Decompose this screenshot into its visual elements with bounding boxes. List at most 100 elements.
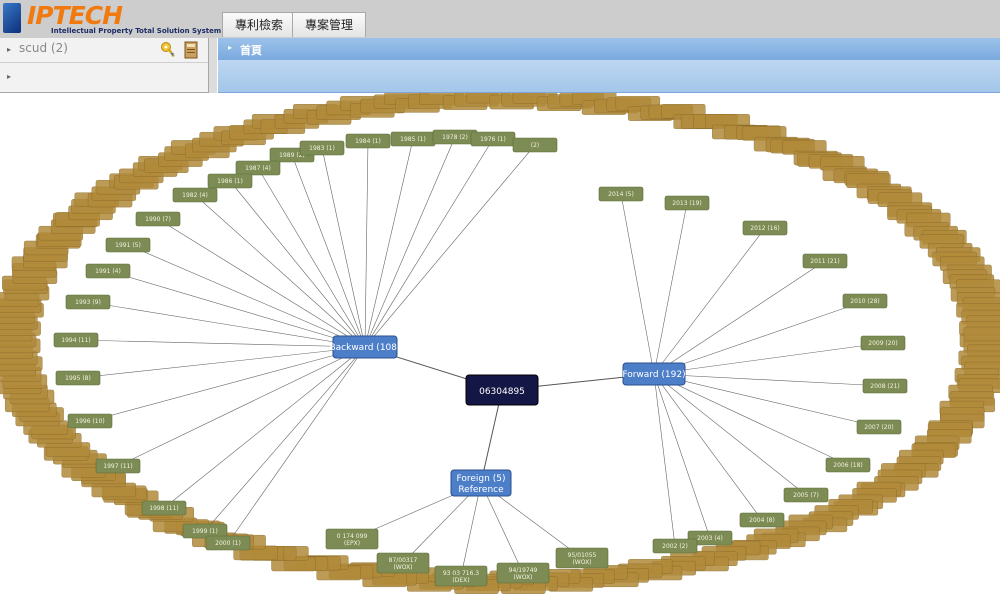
backward-leaf[interactable] bbox=[205, 535, 251, 551]
forward-hub[interactable] bbox=[622, 362, 686, 386]
tab-project-management[interactable]: 專案管理 bbox=[292, 12, 367, 37]
leaf-layer: 1989 (2)1987 (4)1986 (1)1982 (4)1990 (7)… bbox=[53, 129, 908, 587]
foreign-leaf-label: 93 03 716.3 bbox=[443, 570, 479, 577]
foreign-leaf[interactable] bbox=[434, 565, 488, 587]
backward-leaf[interactable] bbox=[67, 413, 113, 429]
forward-leaf-label: 2002 (2) bbox=[662, 543, 688, 550]
tab-patent-search[interactable]: 專利檢索 bbox=[222, 12, 297, 37]
sidebar: ▸ scud (2) ▸ bbox=[0, 38, 209, 93]
backward-hub-label: Backward (108) bbox=[329, 343, 400, 353]
breadcrumb-home[interactable]: 首頁 bbox=[240, 44, 262, 57]
forward-edge bbox=[653, 260, 826, 375]
forward-leaf[interactable] bbox=[862, 378, 908, 394]
forward-leaf-label: 2005 (7) bbox=[793, 492, 819, 499]
backward-leaf-label: 1993 (9) bbox=[75, 299, 101, 306]
backward-leaf[interactable] bbox=[182, 523, 228, 539]
forward-leaf-label: 2008 (21) bbox=[870, 383, 900, 390]
foreign-leaf[interactable] bbox=[555, 547, 609, 569]
backward-edge bbox=[117, 346, 366, 467]
forward-leaf[interactable] bbox=[825, 457, 871, 473]
backward-leaf[interactable] bbox=[95, 458, 141, 474]
foreign-hub-label2: Reference bbox=[458, 485, 504, 495]
forward-edge bbox=[653, 373, 849, 466]
forward-leaf[interactable] bbox=[598, 186, 644, 202]
foreign-leaf[interactable] bbox=[325, 528, 379, 550]
backward-leaf[interactable] bbox=[55, 370, 101, 386]
backward-leaf-label: 2000 (1) bbox=[215, 540, 241, 547]
forward-leaf-label: 2014 (5) bbox=[608, 191, 634, 198]
forward-leaf[interactable] bbox=[783, 487, 829, 503]
forward-leaf[interactable] bbox=[802, 253, 848, 269]
project-label[interactable]: scud (2) bbox=[19, 41, 68, 55]
backward-edge bbox=[227, 346, 366, 544]
backward-leaf-label: 1976 (1) bbox=[480, 136, 506, 143]
backward-leaf-label: 1989 (2) bbox=[279, 152, 305, 159]
backward-edge bbox=[163, 346, 366, 509]
backward-edge bbox=[364, 144, 536, 348]
backward-leaf[interactable] bbox=[512, 137, 558, 153]
backward-leaf[interactable] bbox=[345, 133, 391, 149]
backward-edge bbox=[364, 140, 369, 348]
backward-leaf-label: 1983 (1) bbox=[309, 145, 335, 152]
citation-graph[interactable]: 1989 (2)1987 (4)1986 (1)1982 (4)1990 (7)… bbox=[0, 93, 1000, 600]
backward-leaf[interactable] bbox=[105, 237, 151, 253]
forward-leaf-label: 2013 (19) bbox=[672, 200, 702, 207]
iptech-logo[interactable]: IPTECH Intellectual Property Total Solut… bbox=[3, 1, 221, 37]
hub-layer: Backward (108)Forward (192)Foreign (5)Re… bbox=[329, 335, 686, 497]
gold-ring-layer bbox=[0, 93, 1000, 594]
foreign-hub[interactable] bbox=[450, 469, 512, 497]
sidebar-project-row[interactable]: ▸ scud (2) bbox=[0, 38, 208, 63]
backward-edge bbox=[321, 147, 366, 348]
forward-edge bbox=[653, 373, 711, 539]
forward-leaf[interactable] bbox=[664, 195, 710, 211]
backward-leaf[interactable] bbox=[135, 211, 181, 227]
backward-leaf-label: 1986 (1) bbox=[217, 178, 243, 185]
backward-edge bbox=[364, 136, 456, 348]
foreign-edge bbox=[460, 482, 482, 577]
expand-arrow-icon[interactable]: ▸ bbox=[228, 43, 233, 52]
forward-edge bbox=[653, 373, 807, 496]
backward-leaf[interactable] bbox=[172, 187, 218, 203]
foreign-leaf-label: 95/01055 bbox=[568, 552, 597, 559]
forward-edge bbox=[653, 300, 866, 375]
backward-edge bbox=[291, 154, 366, 348]
backward-leaf[interactable] bbox=[207, 173, 253, 189]
key-icon[interactable] bbox=[160, 41, 176, 59]
center-patent-node[interactable] bbox=[465, 374, 539, 406]
expand-arrow-icon[interactable]: ▸ bbox=[7, 45, 12, 54]
forward-leaf[interactable] bbox=[687, 530, 733, 546]
backward-leaf-label: 1990 (7) bbox=[145, 216, 171, 223]
foreign-leaf[interactable] bbox=[496, 562, 550, 584]
backward-edge bbox=[257, 167, 366, 348]
forward-leaf[interactable] bbox=[742, 220, 788, 236]
foreign-leaf-label2: (EPX) bbox=[344, 540, 360, 547]
forward-leaf[interactable] bbox=[739, 512, 785, 528]
foreign-leaf-label2: (DEX) bbox=[452, 577, 469, 584]
foreign-hub-label: Foreign (5) bbox=[457, 474, 506, 484]
backward-leaf-label: 1987 (4) bbox=[245, 165, 271, 172]
book-icon[interactable] bbox=[183, 41, 199, 59]
backward-leaf[interactable] bbox=[299, 140, 345, 156]
backward-leaf[interactable] bbox=[53, 332, 99, 348]
backward-leaf-label: 1991 (4) bbox=[95, 268, 121, 275]
forward-leaf-label: 2006 (18) bbox=[833, 462, 863, 469]
backward-edge bbox=[157, 218, 366, 348]
foreign-leaf[interactable] bbox=[376, 552, 430, 574]
backward-hub[interactable] bbox=[332, 335, 398, 359]
forward-leaf[interactable] bbox=[856, 419, 902, 435]
forward-edge bbox=[653, 202, 688, 375]
backward-leaf-label: 1991 (5) bbox=[115, 242, 141, 249]
backward-edge bbox=[229, 180, 366, 348]
backward-edge bbox=[107, 270, 366, 348]
backward-leaf-label: 1996 (10) bbox=[75, 418, 105, 425]
panel-splitter[interactable] bbox=[209, 38, 217, 93]
backward-leaf[interactable] bbox=[141, 500, 187, 516]
forward-leaf[interactable] bbox=[652, 538, 698, 554]
backward-leaf[interactable] bbox=[65, 294, 111, 310]
forward-leaf[interactable] bbox=[842, 293, 888, 309]
forward-leaf[interactable] bbox=[860, 335, 906, 351]
backward-leaf[interactable] bbox=[85, 263, 131, 279]
forward-leaf-label: 2012 (16) bbox=[750, 225, 780, 232]
backward-leaf[interactable] bbox=[235, 160, 281, 176]
expand-arrow-icon[interactable]: ▸ bbox=[7, 72, 12, 81]
